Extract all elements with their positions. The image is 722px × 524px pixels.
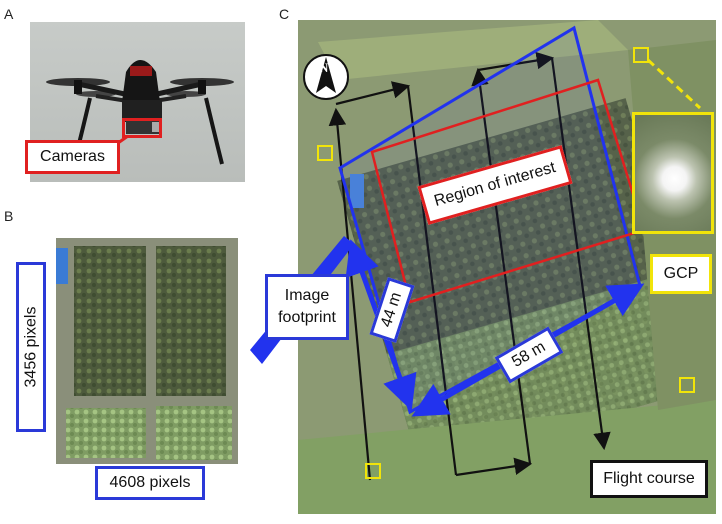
panel-b-letter: B [4, 208, 14, 224]
camera-highlight-box [122, 118, 162, 138]
panel-a-letter: A [4, 6, 14, 22]
image-footprint-outline [338, 25, 642, 415]
gcp-label: GCP [650, 254, 712, 294]
drone-icon [46, 60, 234, 165]
image-width-label: 4608 pixels [95, 466, 205, 500]
gcp-markers [317, 47, 695, 479]
gcp-zoom-line [646, 58, 702, 110]
north-arrow-icon [303, 54, 349, 100]
field-image [56, 238, 238, 464]
field-image-graphic [56, 238, 238, 464]
gcp-zoom-inset [632, 112, 714, 234]
image-footprint-label: Image footprint [265, 274, 349, 340]
flight-course-label: Flight course [590, 460, 708, 498]
cameras-label: Cameras [25, 140, 120, 174]
north-label: N [319, 60, 329, 75]
panel-c-letter: C [279, 6, 290, 22]
drone-photo [30, 22, 245, 182]
image-height-label: 3456 pixels [16, 262, 46, 432]
